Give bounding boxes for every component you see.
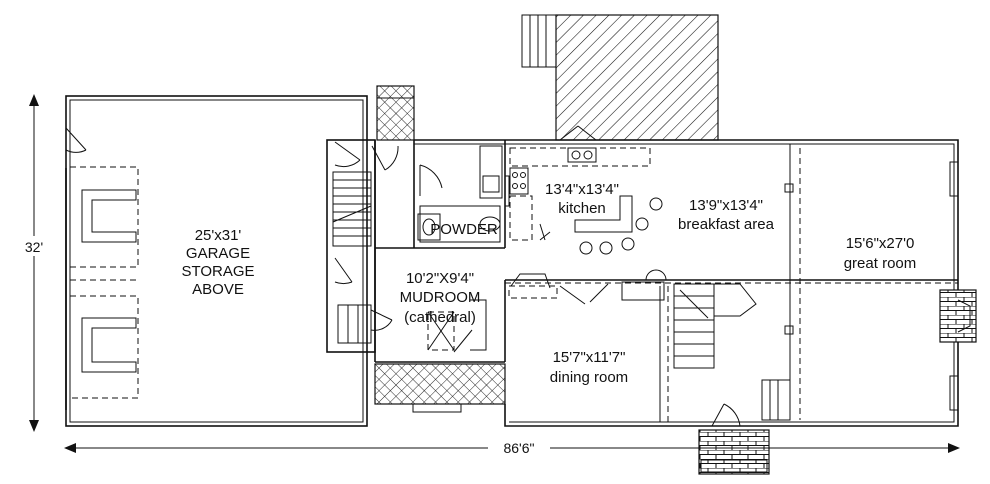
kitchen-name-label: kitchen [558,200,606,217]
height-dimension-label: 32' [25,239,43,255]
front-porch-hatched [374,363,506,405]
main-stair [673,283,757,369]
mudroom-walls [326,139,506,363]
width-dimension-label: 86'6" [503,440,534,456]
powder-room-fixtures [417,145,503,243]
garage-above-label: ABOVE [192,281,244,298]
dining-size-label: 15'7"x11'7" [553,349,626,366]
kitchen-size-label: 13'4"x13'4" [545,181,619,198]
height-dimension-line [29,94,39,432]
fireplace [939,289,977,343]
front-entry [698,379,791,475]
garage-size-label: 25'x31' [195,227,242,244]
great-room-size-label: 15'6"x27'0 [846,235,915,252]
garage-storage-label: STORAGE [181,263,254,280]
rear-deck [521,14,719,141]
rear-hatched-area [376,85,415,141]
window-marks [504,161,959,411]
basement-stair [332,171,372,247]
breakfast-size-label: 13'9"x13'4" [689,197,763,214]
garage-walls [65,95,368,427]
dining-openings [508,269,667,305]
garage-car-outlines [69,166,139,399]
kitchen-fixtures [509,147,663,255]
dining-name-label: dining room [550,369,628,386]
mudroom-size-label: 10'2"X9'4" [406,270,474,287]
breakfast-name-label: breakfast area [678,216,775,233]
great-room-name-label: great room [844,255,917,272]
powder-room-label: POWDER [430,221,498,238]
garage-name-label: GARAGE [186,245,250,262]
mudroom-note-label: (cathedral) [404,309,476,326]
mudroom-name-label: MUDROOM [400,289,481,306]
